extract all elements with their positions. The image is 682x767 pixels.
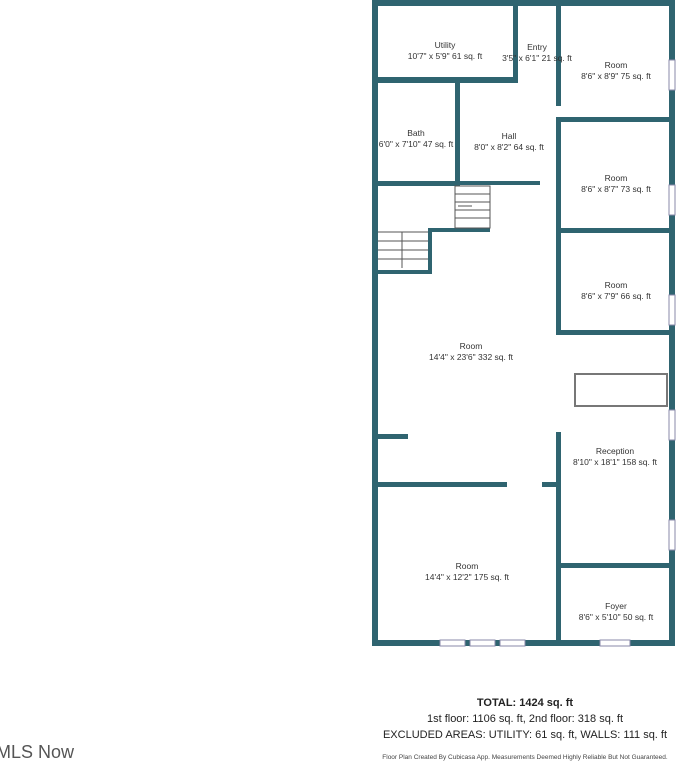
room-label-entry: Entry 3'5" x 6'1" 21 sq. ft [502, 42, 572, 64]
room-label-reception: Reception 8'10" x 18'1" 158 sq. ft [573, 446, 657, 468]
utility-wall-right [513, 6, 518, 78]
outer-wall-left [372, 0, 378, 646]
room-name: Entry [527, 42, 547, 52]
room-dims: 10'7" x 5'9" 61 sq. ft [407, 51, 483, 61]
hall-wall-bottom [460, 181, 540, 185]
reception-wall-left [556, 432, 561, 642]
room-divider-3 [556, 330, 675, 335]
room-divider-main [372, 482, 507, 487]
stair-wall-side [428, 228, 432, 274]
room-name: Room [455, 561, 479, 571]
room-name: Room [604, 60, 628, 70]
room-dims: 3'5" x 6'1" 21 sq. ft [502, 53, 572, 63]
room-label-room-1: Room 8'6" x 8'9" 75 sq. ft [581, 60, 651, 82]
room-dims: 8'0" x 8'2" 64 sq. ft [474, 142, 544, 152]
floor-areas: 1st floor: 1106 sq. ft, 2nd floor: 318 s… [426, 713, 624, 725]
mls-watermark: MLS Now [0, 742, 75, 762]
room-divider-1 [556, 117, 675, 122]
room-name: Room [459, 341, 483, 351]
stair-wall-bottom [372, 270, 432, 274]
stairs [378, 185, 491, 268]
windows [439, 59, 676, 647]
room-name: Bath [407, 128, 425, 138]
room-name: Foyer [605, 601, 627, 611]
right-rooms-wall-left-3 [556, 232, 561, 332]
right-rooms-wall-left-2 [556, 118, 561, 228]
room-name: Utility [434, 40, 456, 50]
room-dims: 6'0" x 7'10" 47 sq. ft [378, 139, 454, 149]
room-dims: 8'6" x 5'10" 50 sq. ft [578, 612, 654, 622]
room-dims: 14'4" x 23'6" 332 sq. ft [429, 352, 513, 362]
room-dims: 8'6" x 7'9" 66 sq. ft [581, 291, 651, 301]
right-rooms-wall-left-1 [556, 6, 561, 106]
room-label-bath: Bath 6'0" x 7'10" 47 sq. ft [379, 128, 454, 150]
bath-wall-right [455, 83, 460, 185]
stair-wall [428, 228, 490, 232]
room-name: Room [604, 280, 628, 290]
stub-wall [372, 434, 408, 439]
room-label-hall: Hall 8'0" x 8'2" 64 sq. ft [474, 131, 544, 153]
room-dims: 8'6" x 8'7" 73 sq. ft [581, 184, 651, 194]
room-dims: 8'6" x 8'9" 75 sq. ft [581, 71, 651, 81]
credit-text: Floor Plan Created By Cubicasa App. Meas… [382, 754, 668, 761]
utility-wall-bottom [372, 77, 518, 83]
room-dims: 8'10" x 18'1" 158 sq. ft [573, 457, 657, 467]
total-area: TOTAL: 1424 sq. ft [476, 697, 574, 709]
room-label-room-2: Room 8'6" x 8'7" 73 sq. ft [581, 173, 651, 195]
outer-wall-top [372, 0, 675, 6]
room-divider-main-2 [542, 482, 561, 487]
room-name: Hall [501, 131, 517, 141]
room-name: Reception [595, 446, 635, 456]
room-divider-2 [556, 228, 675, 233]
excluded-areas: EXCLUDED AREAS: UTILITY: 61 sq. ft, WALL… [382, 729, 668, 741]
room-label-utility: Utility 10'7" x 5'9" 61 sq. ft [408, 40, 483, 62]
room-dims: 14'4" x 12'2" 175 sq. ft [425, 572, 509, 582]
room-name: Room [604, 173, 628, 183]
counter [574, 373, 668, 407]
foyer-wall-top [556, 563, 675, 568]
room-label-main-room: Room 14'4" x 23'6" 332 sq. ft [429, 341, 513, 363]
room-label-front-room: Room 14'4" x 12'2" 175 sq. ft [425, 561, 509, 583]
room-label-foyer: Foyer 8'6" x 5'10" 50 sq. ft [579, 601, 654, 623]
bath-wall-bottom [372, 181, 460, 186]
room-label-room-3: Room 8'6" x 7'9" 66 sq. ft [581, 280, 651, 302]
